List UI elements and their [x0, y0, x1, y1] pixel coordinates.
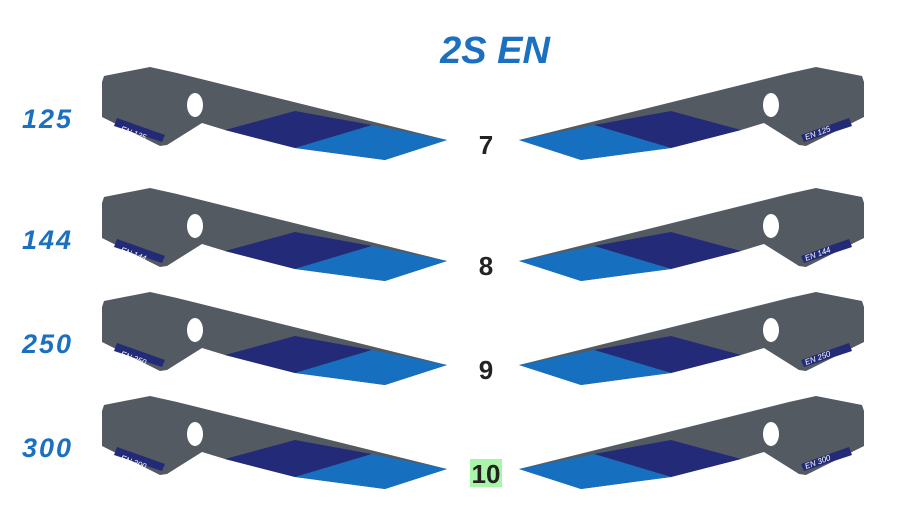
right-decal: [519, 396, 864, 489]
right-decal: [519, 67, 864, 160]
decal-number: 7: [479, 130, 493, 160]
right-decal: [519, 292, 864, 385]
left-decal: [102, 292, 447, 385]
left-decal: [102, 67, 447, 160]
number-highlight: [470, 459, 502, 487]
left-decal: [102, 188, 447, 281]
decal-number: 9: [479, 355, 493, 385]
right-decal: [519, 188, 864, 281]
size-label: 250: [21, 329, 73, 359]
decal-number: 10: [472, 459, 501, 489]
page-title: 2S EN: [439, 30, 551, 72]
size-label: 125: [22, 104, 73, 134]
size-label: 144: [22, 225, 73, 255]
decal-number: 8: [479, 251, 493, 281]
left-decal: [102, 396, 447, 489]
size-label: 300: [22, 433, 73, 463]
